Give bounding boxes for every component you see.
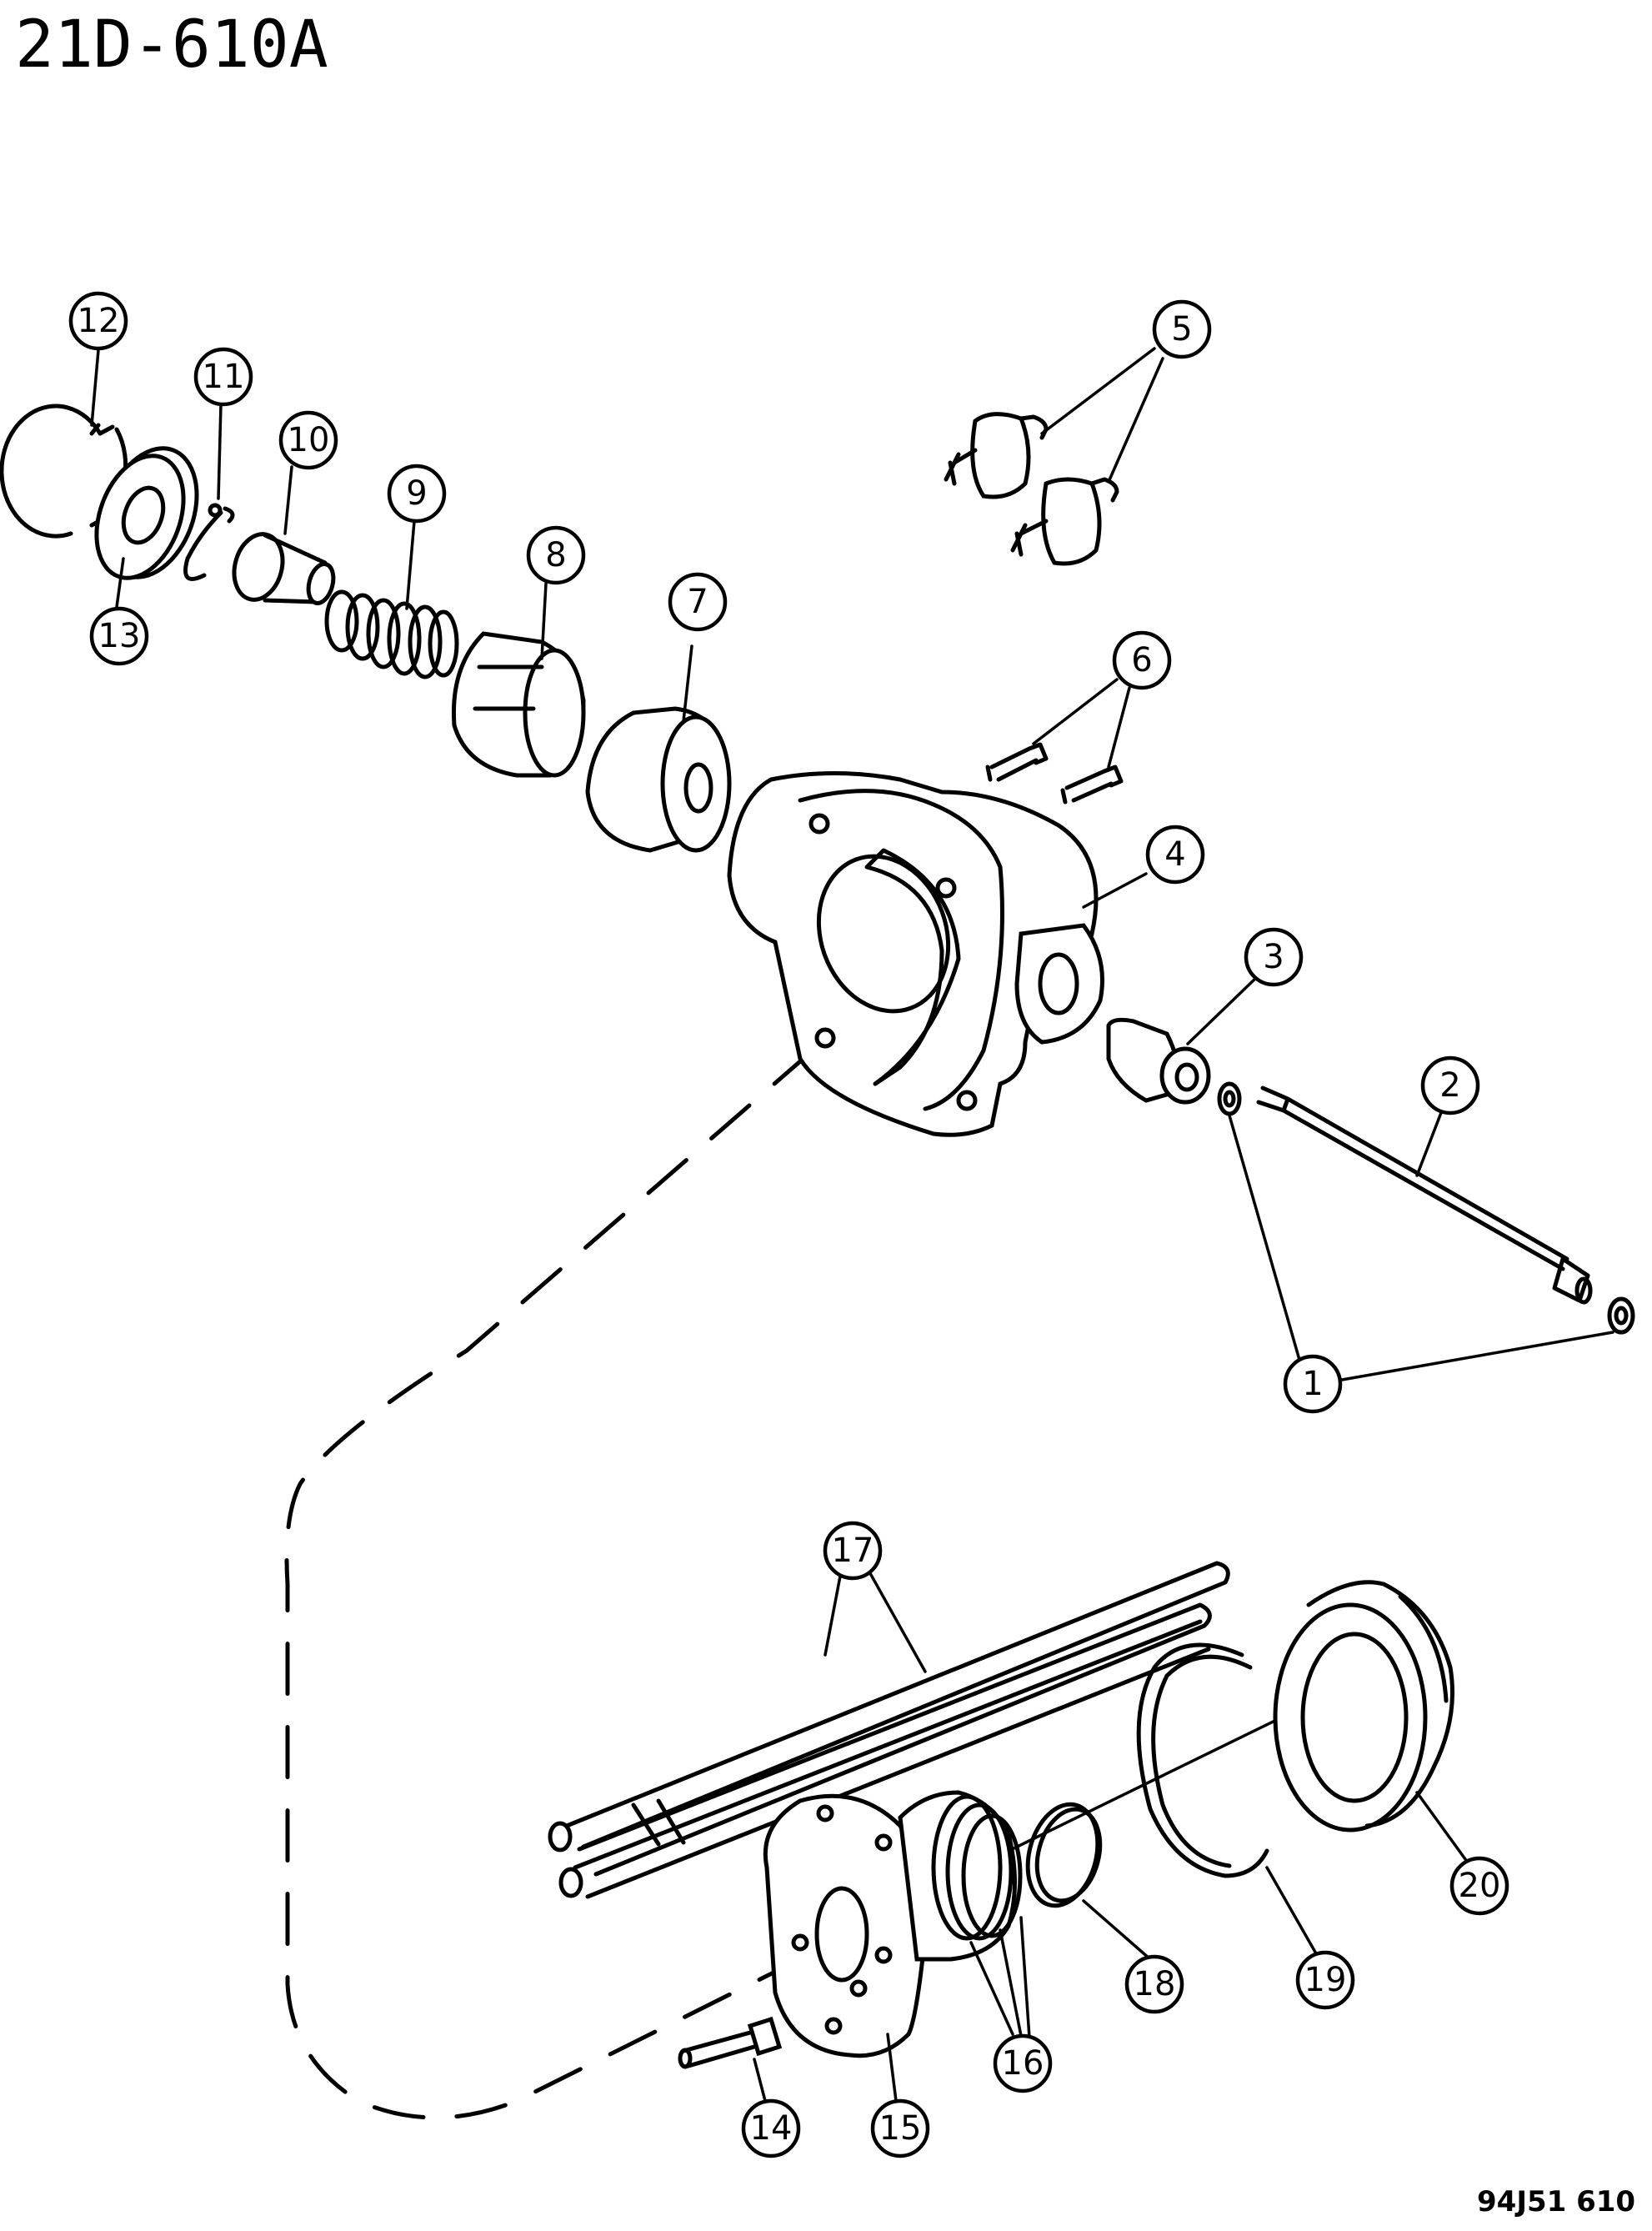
callout-9-label: 9	[406, 474, 427, 513]
callout-17: 17	[823, 1521, 883, 1581]
callout-14: 14	[741, 2098, 801, 2158]
part-16-cylinder-body	[898, 1790, 1023, 1962]
callout-20: 20	[1449, 1856, 1509, 1916]
callout-6-label: 6	[1131, 641, 1152, 679]
part-18-o-ring	[1025, 1802, 1103, 1908]
callout-18-label: 18	[1134, 1965, 1176, 2003]
callout-8-label: 8	[545, 536, 566, 574]
drawing-code: 94J51 610	[1477, 2185, 1635, 2218]
callout-20-label: 20	[1459, 1867, 1501, 1905]
callout-19: 19	[1295, 1950, 1355, 2010]
callout-6: 6	[1112, 630, 1172, 690]
part-8-piston	[451, 631, 586, 778]
callout-7: 7	[668, 572, 728, 632]
callout-18: 18	[1124, 1954, 1184, 2014]
part-7-sleeve	[585, 706, 732, 853]
callout-10: 10	[278, 410, 338, 470]
callout-14-label: 14	[750, 2109, 793, 2148]
part-11-clip	[183, 503, 235, 581]
part-13-washer	[94, 446, 199, 580]
callout-11-label: 11	[203, 358, 245, 396]
callout-4: 4	[1145, 825, 1205, 885]
part-20-dust-boot	[1273, 1580, 1454, 1832]
part-19-snap-ring	[1136, 1642, 1269, 1878]
callout-4-label: 4	[1164, 835, 1185, 874]
callout-16-label: 16	[1002, 2044, 1044, 2083]
part-10-push-rod	[232, 532, 336, 605]
part-6-bolts	[985, 742, 1124, 805]
part-17-tubes	[548, 1561, 1230, 1899]
callout-1-label: 1	[1302, 1365, 1323, 1403]
part-2-hydraulic-tube	[1256, 1085, 1593, 1305]
callout-12-label: 12	[78, 302, 120, 340]
callout-12: 12	[68, 291, 128, 351]
diagram-title: 21D-610A	[15, 8, 328, 83]
part-4-cylinder-housing	[727, 771, 1104, 1137]
callout-19-label: 19	[1304, 1961, 1347, 1999]
leader-lines	[90, 347, 1614, 2103]
part-3-fitting	[1106, 1017, 1211, 1105]
callout-5-label: 5	[1171, 310, 1192, 348]
callout-13: 13	[89, 606, 149, 666]
part-1-washers	[1217, 1081, 1635, 1335]
part-14-bolt	[678, 2016, 783, 2069]
callout-13-label: 13	[98, 617, 141, 655]
callout-11: 11	[193, 347, 253, 407]
callout-9: 9	[387, 464, 447, 524]
callout-15-label: 15	[879, 2109, 922, 2148]
callout-7-label: 7	[687, 583, 708, 621]
callout-16: 16	[993, 2033, 1053, 2093]
callout-2: 2	[1420, 1055, 1480, 1116]
part-9-spring	[324, 589, 459, 679]
dashed-line-path	[284, 994, 878, 2120]
callout-15: 15	[870, 2098, 930, 2158]
callout-17-label: 17	[832, 1532, 874, 1570]
callout-10-label: 10	[288, 421, 330, 459]
callout-8: 8	[526, 525, 586, 585]
callout-1: 1	[1283, 1354, 1343, 1414]
callout-5: 5	[1152, 299, 1212, 359]
callout-3: 3	[1244, 927, 1304, 987]
callout-2-label: 2	[1439, 1066, 1460, 1105]
callout-3-label: 3	[1263, 938, 1284, 976]
part-5-mounts	[944, 412, 1119, 566]
